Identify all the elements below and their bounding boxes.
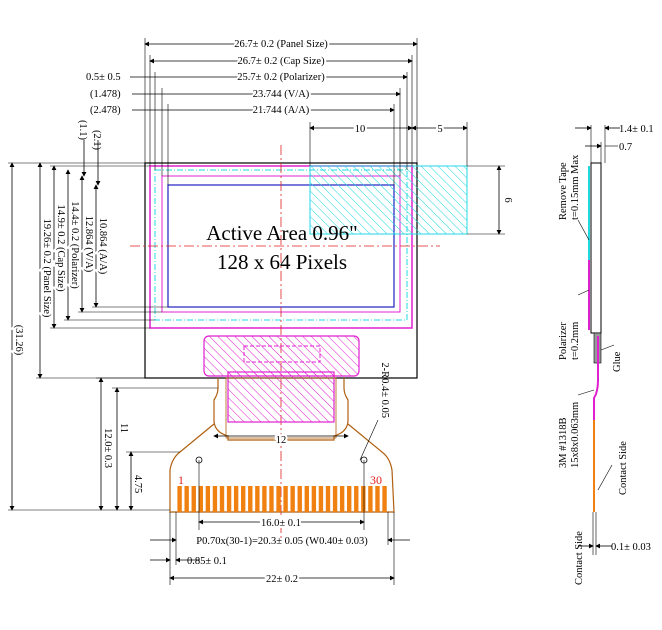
total-height-label: (31.26) [13, 325, 24, 356]
contact-pin [226, 486, 232, 512]
polarizer-label-2: t=0.2mm [570, 322, 581, 360]
contact-side-label-1: Contact Side [574, 531, 585, 585]
fpc-475-label: 4.75 [132, 475, 143, 493]
contact-pin [248, 486, 253, 512]
fpc-span-16-label: 16.0± 0.1 [261, 518, 301, 529]
left-dimensions: (31.26) 19.26± 0.2 (Panel Size) 14.9± 0.… [8, 120, 170, 511]
fpc-radius-label: 2-R0.4± 0.05 [379, 362, 390, 418]
ic-region [203, 335, 360, 377]
contact-pin [269, 486, 274, 512]
contact-pin [332, 486, 338, 512]
contact-pin [325, 486, 331, 512]
aa-height-label: 10.864 (A/A) [97, 218, 108, 275]
fpc-width-12-label: 12 [276, 435, 287, 446]
side-glass-label: 0.7 [619, 142, 632, 153]
fpc-length-label: 12.0± 0.3 [102, 428, 113, 468]
adhesive-label-2: 15x8x0.063mm [570, 402, 581, 468]
panel-width-label: 26.7± 0.2 (Panel Size) [234, 39, 328, 50]
contact-pin [198, 486, 203, 512]
active-area-title: Active Area 0.96" [206, 221, 357, 245]
contact-pin [318, 486, 324, 512]
contact-pin [212, 486, 218, 512]
contact-pin [205, 486, 211, 512]
pin-pitch-label: P0.70x(30-1)=20.3± 0.05 (W0.40± 0.03) [196, 536, 368, 547]
contact-pin [382, 486, 387, 512]
fpc-view: 1 30 [169, 335, 395, 513]
contact-pin [375, 486, 380, 512]
contact-pin [311, 486, 317, 512]
contact-pin [297, 486, 302, 512]
top-dimensions: 26.7± 0.2 (Panel Size) 26.7± 0.2 (Cap Si… [86, 37, 513, 235]
fpc-11-label: 11 [118, 423, 129, 433]
front-view: Active Area 0.96" 128 x 64 Pixels [130, 145, 468, 540]
offset-1-1-label: (1.1) [77, 120, 88, 141]
contact-pin [354, 486, 359, 512]
polarizer-width-label: 25.7± 0.2 (Polarizer) [237, 72, 325, 83]
side-view: 1.4± 0.1 0.7 Remove Tape t=0.15mm Max Po… [558, 124, 654, 585]
va-height-label: 12.864 (V/A) [83, 216, 94, 273]
va-width-label: 23.744 (V/A) [253, 89, 310, 100]
contact-pin [290, 486, 295, 512]
contact-pin [184, 486, 189, 512]
fpc-contact-pins [177, 486, 387, 512]
side-thickness-label: 1.4± 0.1 [619, 124, 654, 135]
aa-offset-label: (2.478) [90, 105, 121, 116]
tape-width-label: 10 [355, 124, 366, 135]
contact-pin [255, 486, 260, 512]
contact-pin [191, 486, 196, 512]
pin-last-label: 30 [370, 473, 382, 487]
tape-label-1: Remove Tape [558, 162, 569, 220]
polarizer-offset-label: 0.5± 0.5 [86, 72, 121, 83]
ic-chip [243, 345, 321, 363]
tape-height-label: 6 [502, 197, 513, 202]
contact-pin [276, 486, 281, 512]
glue-label: Glue [612, 351, 623, 372]
contact-pin [219, 486, 225, 512]
contact-pin [241, 486, 246, 512]
va-offset-label: (1.478) [90, 89, 121, 100]
contact-pin [347, 486, 352, 512]
contact-pin [283, 486, 288, 512]
pixel-count-label: 128 x 64 Pixels [217, 250, 347, 274]
fpc-dimensions: 12.0± 0.3 11 4.75 12 2-R0.4± 0.05 16.0± … [96, 362, 410, 587]
fpc-outline [213, 378, 349, 441]
remove-tape-region [309, 165, 468, 235]
contact-pin [361, 486, 366, 512]
fpc-flare [169, 423, 395, 513]
offset-2-1-label: (2.1) [91, 130, 102, 151]
contact-pin [304, 486, 309, 512]
panel-height-label: 19.26± 0.2 (Panel Size) [41, 219, 52, 318]
edge-offset-label: 0.85± 0.1 [187, 556, 227, 567]
aa-width-label: 21.744 (A/A) [253, 105, 310, 116]
contact-side-label-2: Contact Side [618, 441, 629, 495]
side-glass [590, 162, 602, 334]
adhesive-label-1: 3M #1318B [558, 418, 569, 468]
contact-pin [368, 486, 373, 512]
contact-pin [339, 486, 345, 512]
tape-label-2: t=0.15mm Max [570, 154, 581, 220]
cap-width-label: 26.7± 0.2 (Cap Size) [237, 56, 325, 67]
contact-pin [177, 486, 182, 512]
polarizer-height-label: 14.4± 0.2 (Polarizer) [69, 201, 80, 289]
side-fpc-bend [593, 336, 599, 420]
pin-first-label: 1 [178, 473, 184, 487]
polarizer-label-1: Polarizer [558, 322, 569, 360]
fpc-width-22-label: 22± 0.2 [266, 574, 298, 585]
cap-height-label: 14.9± 0.2 (Cap Size) [55, 204, 66, 292]
contact-pin [262, 486, 267, 512]
fpc-neck [227, 371, 335, 423]
contact-pin [233, 486, 239, 512]
tape-gap-label: 5 [437, 124, 442, 135]
fpc-thickness-label: 0.1± 0.03 [611, 542, 651, 553]
